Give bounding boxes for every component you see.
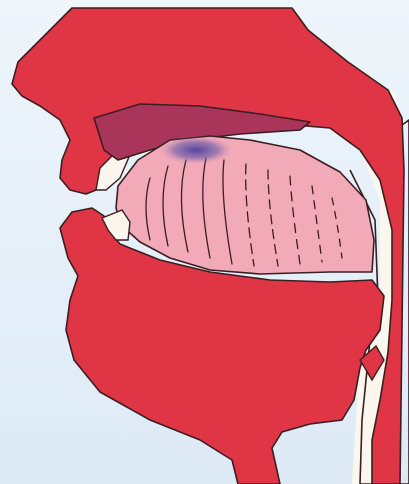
contact-point <box>160 136 232 164</box>
